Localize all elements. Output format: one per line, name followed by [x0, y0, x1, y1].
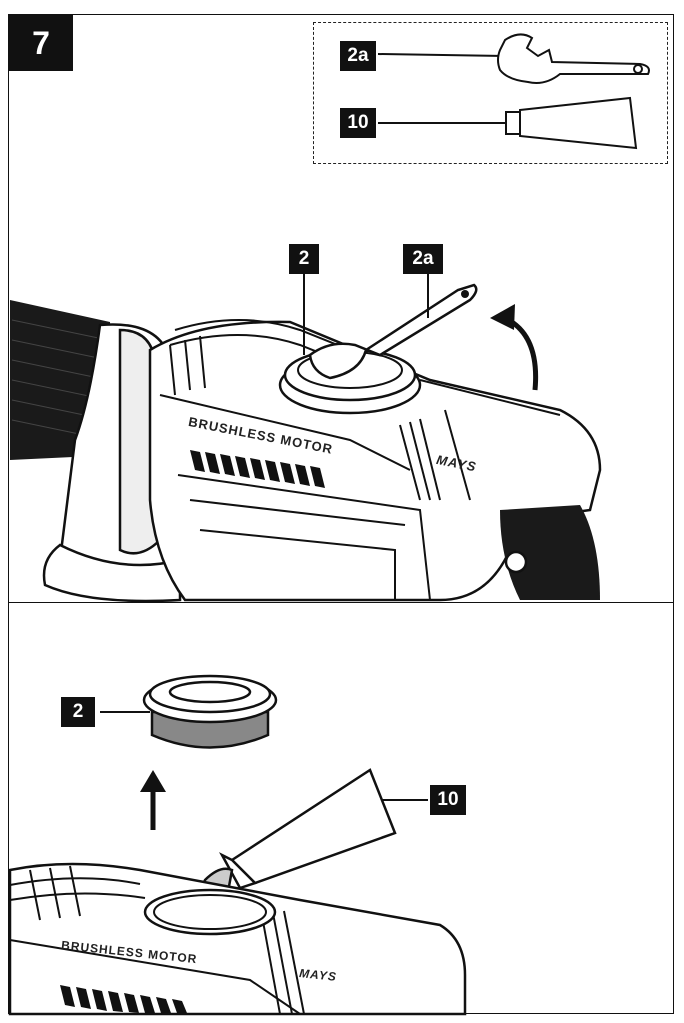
hammer-drill-bottom	[8, 862, 467, 1016]
part-tag-10-legend: 10	[340, 108, 376, 138]
wrench-icon	[377, 33, 650, 84]
parts-legend-box	[313, 22, 668, 164]
part-tag-2a-wrench: 2a	[403, 244, 443, 274]
panel-divider	[8, 602, 674, 603]
part-tag-2-removed-cap: 2	[61, 697, 95, 727]
step-number-badge: 7	[9, 15, 73, 71]
lift-up-arrow-icon	[140, 770, 166, 830]
removed-cap-illustration	[100, 674, 278, 749]
part-tag-10-grease: 10	[430, 785, 466, 815]
hammer-drill-top	[10, 273, 602, 603]
grease-tube-icon	[378, 96, 638, 150]
part-tag-2a-legend: 2a	[340, 41, 376, 71]
part-tag-2-cap: 2	[289, 244, 319, 274]
